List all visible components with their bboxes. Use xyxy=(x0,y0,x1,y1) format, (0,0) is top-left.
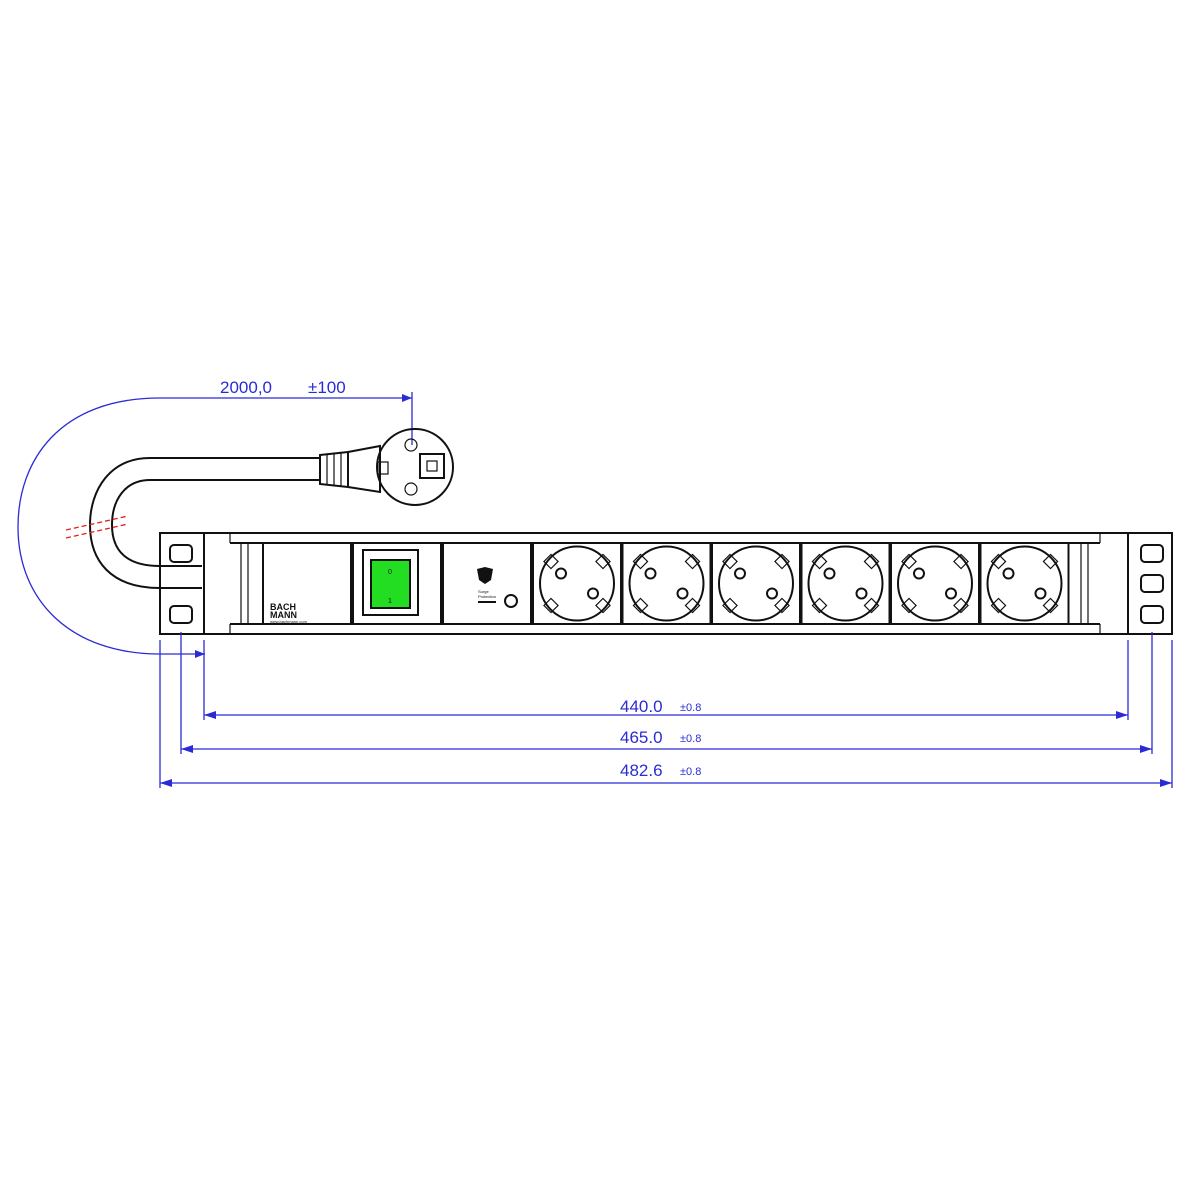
overall-width-tolerance: ±0.8 xyxy=(680,766,701,778)
cable-length-tolerance: ±100 xyxy=(308,378,346,397)
left-mounting-bracket xyxy=(159,532,205,635)
inner-width-tolerance: ±0.8 xyxy=(680,702,701,714)
brand-url: www.bachmann.com xyxy=(270,619,308,624)
socket-outlet xyxy=(711,542,801,625)
socket-outlets xyxy=(532,542,1070,625)
brand-panel: BACH MANN www.bachmann.com xyxy=(262,542,352,625)
power-cable xyxy=(65,457,320,589)
power-switch-green[interactable] xyxy=(370,559,411,609)
mounting-slot xyxy=(1140,574,1164,593)
mounting-width-value: 465.0 xyxy=(620,728,663,747)
mounting-slot xyxy=(1140,605,1164,624)
surge-label-line1: Surge xyxy=(478,589,489,594)
mounting-slot xyxy=(1140,544,1164,563)
socket-outlet xyxy=(890,542,980,625)
switch-panel: 0 1 xyxy=(352,542,442,625)
socket-outlet xyxy=(621,542,712,625)
surge-protection-module: Surge Protection xyxy=(442,542,532,625)
pdu-body xyxy=(203,532,1129,635)
brand-name-line1: BACH xyxy=(270,602,296,612)
surge-label-line2: Protection xyxy=(478,594,496,599)
width-dimensions: 440.0 ±0.8 465.0 ±0.8 482.6 ±0.8 xyxy=(159,632,1173,788)
mounting-slot xyxy=(169,605,193,624)
brand-name-line2: MANN xyxy=(270,610,297,620)
socket-outlet xyxy=(979,542,1070,625)
schuko-plug xyxy=(319,428,454,506)
inner-width-value: 440.0 xyxy=(620,697,663,716)
cable-length-value: 2000,0 xyxy=(220,378,272,397)
socket-outlet xyxy=(532,542,622,625)
overall-width-value: 482.6 xyxy=(620,761,663,780)
mounting-slot xyxy=(169,544,193,563)
cable-length-dimension: 2000,0 ±100 xyxy=(17,378,413,658)
status-led xyxy=(504,594,518,608)
switch-off-label: 0 xyxy=(388,569,392,576)
socket-outlet xyxy=(800,542,891,625)
mounting-width-tolerance: ±0.8 xyxy=(680,733,701,745)
cable-break-mark xyxy=(65,515,129,531)
shield-icon xyxy=(477,567,493,584)
right-mounting-bracket xyxy=(1127,532,1173,635)
switch-on-label: 1 xyxy=(388,598,392,605)
